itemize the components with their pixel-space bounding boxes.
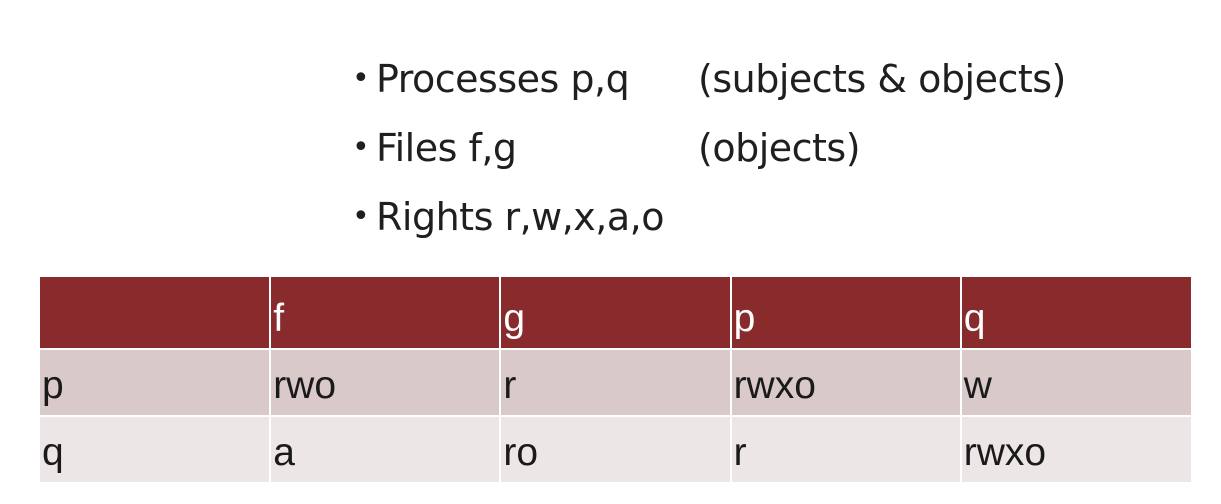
- bullet-term: Processes p,q: [376, 56, 630, 101]
- bullet-item-files: • Files f,g (objects): [352, 113, 1066, 182]
- bullet-marker: •: [352, 199, 370, 234]
- bullet-term: Files f,g: [376, 125, 517, 170]
- matrix-header-cell-f: f: [269, 277, 501, 349]
- access-control-matrix: f g p q p rwo r rwxo w q a ro r rwxo: [40, 277, 1191, 482]
- matrix-row-label: q: [40, 415, 271, 482]
- bullet-note: (objects): [698, 125, 861, 170]
- matrix-header-cell-g: g: [499, 277, 731, 349]
- matrix-cell: rwo: [269, 348, 501, 416]
- table-row: p rwo r rwxo w: [40, 348, 1191, 416]
- matrix-cell: r: [729, 415, 961, 482]
- matrix-cell: w: [959, 348, 1191, 416]
- matrix-cell: rwxo: [729, 348, 961, 416]
- bullet-list: • Processes p,q (subjects & objects) • F…: [352, 44, 1066, 251]
- matrix-cell: rwxo: [959, 415, 1191, 482]
- matrix-header-cell-p: p: [729, 277, 961, 349]
- matrix-cell: r: [499, 348, 731, 416]
- matrix-cell: ro: [499, 415, 731, 482]
- bullet-term: Rights r,w,x,a,o: [376, 194, 664, 239]
- matrix-header-cell-q: q: [959, 277, 1191, 349]
- table-row: q a ro r rwxo: [40, 415, 1191, 482]
- bullet-item-processes: • Processes p,q (subjects & objects): [352, 44, 1066, 113]
- bullet-marker: •: [352, 130, 370, 165]
- bullet-note: (subjects & objects): [698, 56, 1066, 101]
- bullet-item-rights: • Rights r,w,x,a,o: [352, 182, 1066, 251]
- bullet-marker: •: [352, 61, 370, 96]
- matrix-row-label: p: [40, 348, 271, 416]
- matrix-header-row: f g p q: [40, 277, 1191, 349]
- matrix-header-cell-corner: [40, 277, 271, 349]
- matrix-cell: a: [269, 415, 501, 482]
